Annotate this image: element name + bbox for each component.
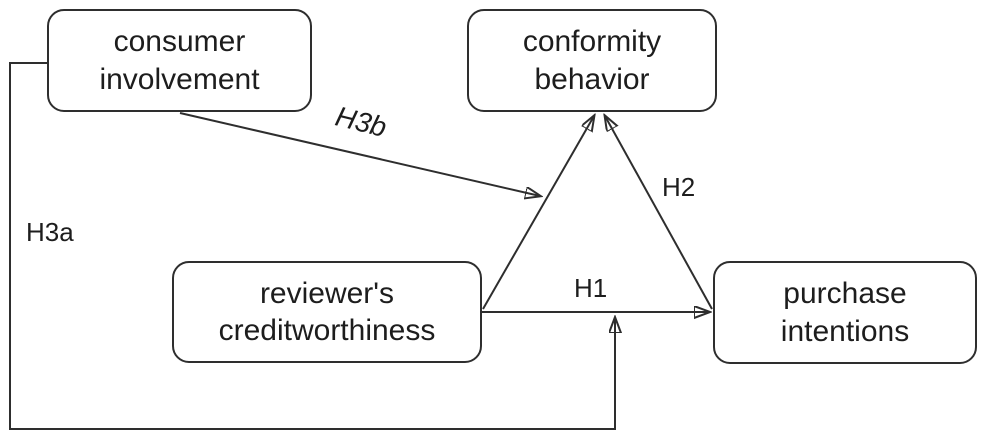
node-conformity-behavior: conformity behavior — [467, 9, 717, 112]
node-reviewers-creditworthiness: reviewer's creditworthiness — [172, 261, 482, 363]
edge-label-h3a: H3a — [26, 217, 74, 247]
creditworthiness-to-conformity-arrow — [482, 116, 594, 310]
h2-arrow — [605, 116, 713, 310]
node-consumer-involvement: consumer involvement — [47, 9, 312, 112]
edge-label-h2: H2 — [662, 172, 696, 202]
edge-label-h1: H1 — [574, 273, 608, 303]
h3b-arrow — [179, 112, 540, 196]
h3a-arrow — [9, 62, 615, 430]
node-purchase-intentions: purchase intentions — [713, 261, 977, 364]
